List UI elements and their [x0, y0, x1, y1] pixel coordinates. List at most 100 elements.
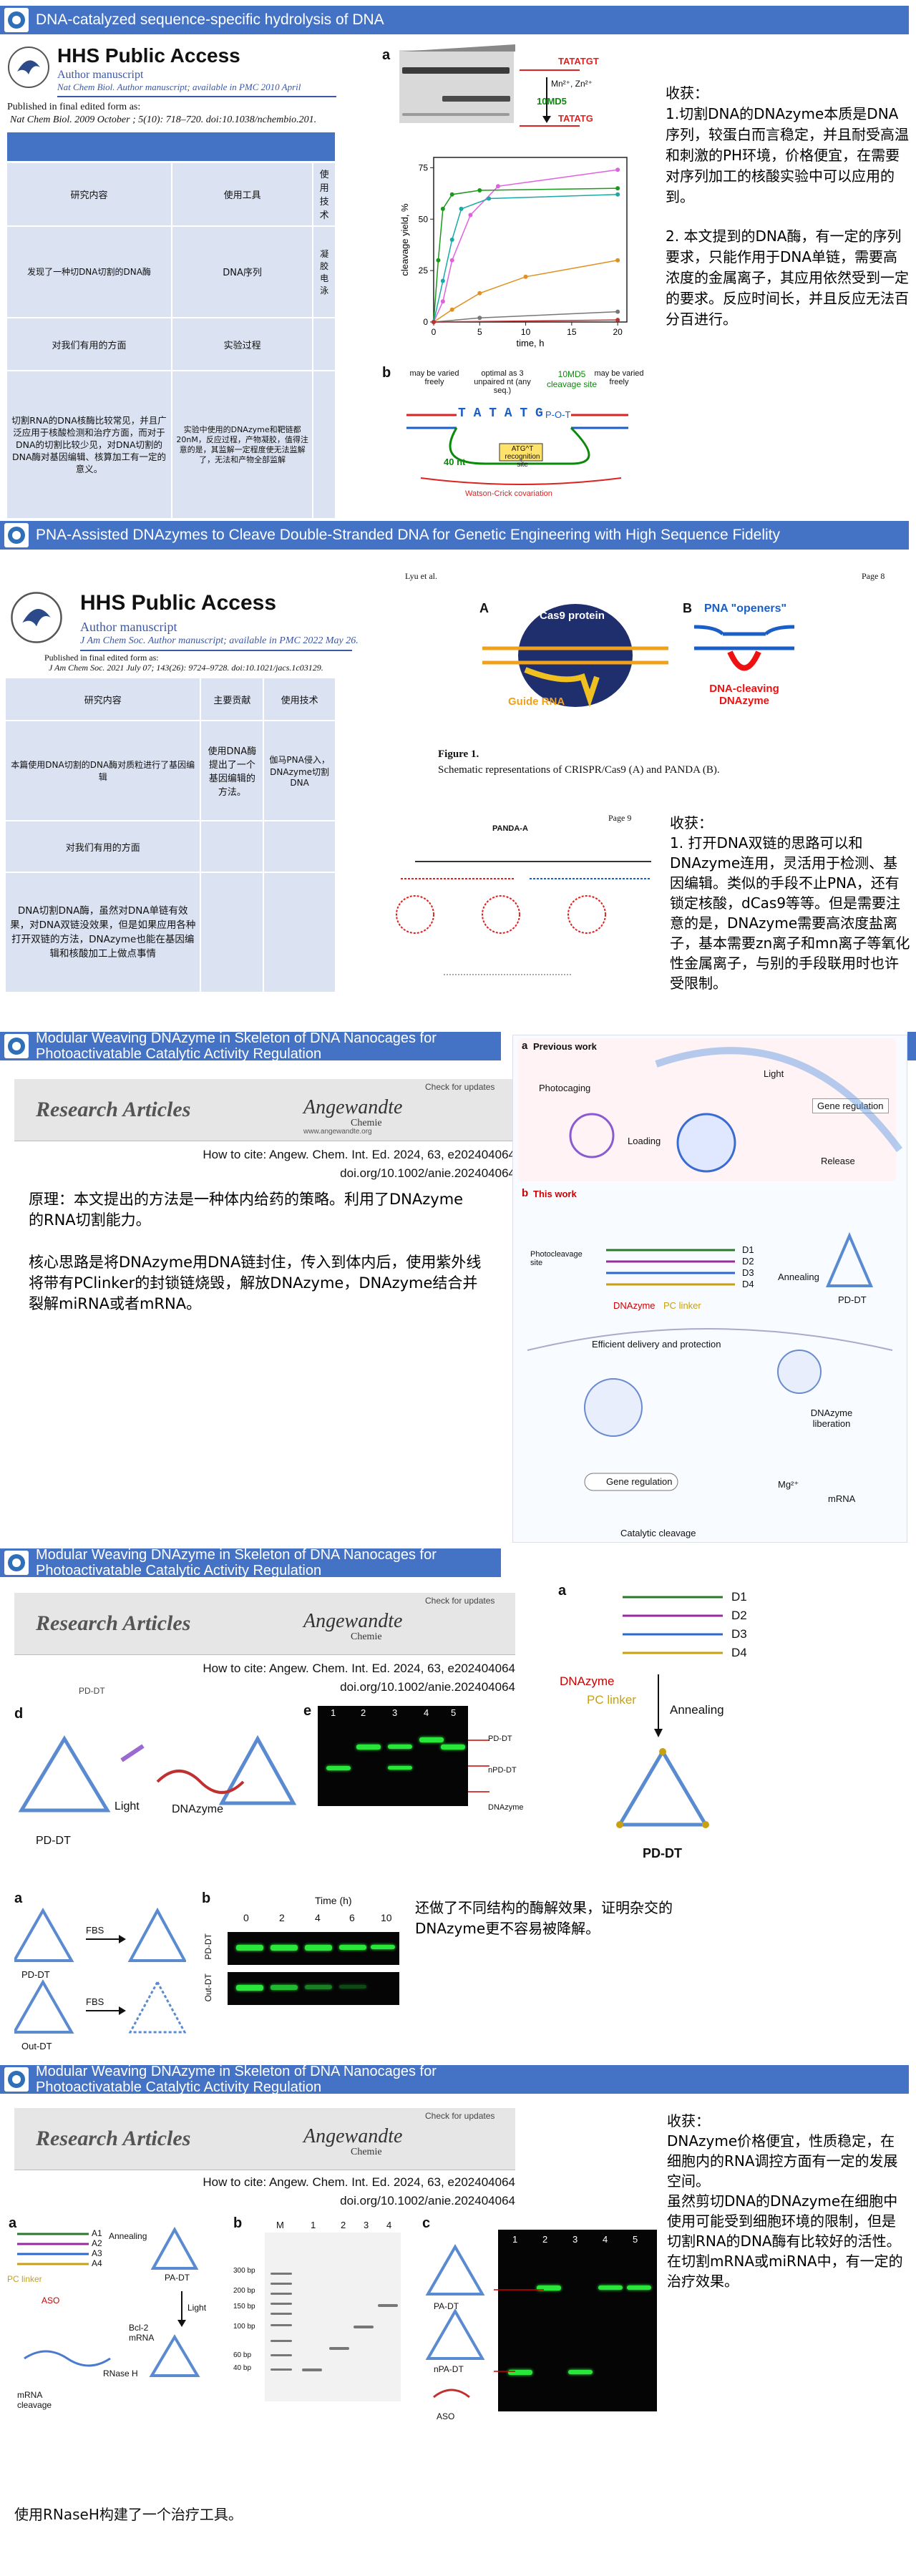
- x-tick-label: 5: [477, 327, 482, 337]
- data-point: [615, 186, 620, 191]
- data-point: [523, 274, 528, 279]
- check-updates[interactable]: Check for updates: [425, 1082, 495, 1092]
- label-varied: may be varied freely: [409, 369, 459, 386]
- table-cell: 对我们有用的方面: [6, 316, 172, 372]
- scheme-figure: a Previous work Photocaging Loading Ligh…: [512, 1035, 907, 1543]
- data-point: [477, 188, 482, 192]
- time-tick: 4: [315, 1912, 321, 1923]
- panel-label-a: a: [382, 47, 391, 63]
- published-line: Published in final edited form as:: [7, 102, 141, 112]
- ladder-label: 100 bp: [233, 2323, 255, 2331]
- strand-label: A4: [92, 2258, 102, 2268]
- table-cell: [312, 316, 336, 372]
- light-label: Light: [187, 2303, 207, 2313]
- table-cell: 切割RNA的DNA核酶比较常见，并且广泛应用于核酸检测和治疗方面，而对于DNA的…: [6, 370, 172, 519]
- figure-label-b: B: [683, 601, 692, 615]
- data-point: [615, 192, 620, 197]
- strand-label: A1: [92, 2228, 102, 2238]
- table-cell: 对我们有用的方面: [4, 820, 202, 873]
- check-updates[interactable]: Check for updates: [425, 1596, 495, 1606]
- lane-label: 4: [386, 2220, 392, 2230]
- sequence-diagram: [406, 414, 628, 485]
- mg-label: Mg²⁺: [778, 1479, 799, 1490]
- page-number: Page 8: [862, 571, 885, 581]
- panel-a: a: [522, 1040, 528, 1052]
- lane-label: M: [276, 2220, 284, 2230]
- data-point: [615, 318, 620, 323]
- series-curve: [433, 169, 618, 323]
- gene-regulation-label: Gene regulation: [606, 1476, 673, 1487]
- liberation-label: DNAzyme liberation: [810, 1407, 853, 1429]
- divider: [57, 96, 336, 97]
- page-number: Page 9: [608, 813, 632, 823]
- series-curve: [433, 187, 618, 323]
- lane-label: 5: [633, 2234, 638, 2245]
- check-updates[interactable]: Check for updates: [425, 2111, 495, 2121]
- this-work-label: This work: [533, 1189, 577, 1199]
- citation: How to cite: Angew. Chem. Int. Ed. 2024,…: [203, 1148, 515, 1161]
- citation: How to cite: Angew. Chem. Int. Ed. 2024,…: [203, 2175, 515, 2189]
- doi: doi.org/10.1002/anie.202404064: [340, 1680, 515, 1694]
- lane-label: 2: [361, 1707, 366, 1718]
- doi: doi.org/10.1002/anie.202404064: [340, 2194, 515, 2207]
- table-cell: [200, 820, 265, 873]
- panel-e: e: [303, 1703, 312, 1719]
- previous-work-label: Previous work: [533, 1041, 597, 1052]
- data-point: [468, 213, 473, 218]
- time-tick: 6: [349, 1912, 355, 1923]
- panda-label: PANDA-A: [492, 824, 528, 833]
- section-title: Modular Weaving DNAzyme in Skeleton of D…: [36, 2064, 437, 2095]
- data-point: [477, 291, 482, 296]
- table-cell: 伽马PNA侵入，DNAzyme切割DNA: [263, 720, 336, 821]
- catalytic-label: Catalytic cleavage: [620, 1528, 696, 1538]
- table-header: 使用工具: [170, 162, 314, 227]
- lane-label: 4: [603, 2234, 608, 2245]
- strand-label: D2: [742, 1256, 754, 1267]
- journal-name: Angewandte: [303, 2125, 403, 2147]
- annealing-label: Annealing: [778, 1272, 819, 1282]
- y-tick-label: 75: [419, 162, 429, 172]
- x-tick-label: 10: [521, 327, 531, 337]
- mrna-cleavage-label: mRNA cleavage: [17, 2390, 52, 2410]
- pddt-label: PD-DT: [643, 1846, 682, 1860]
- banner-edge: [907, 1032, 916, 1060]
- table-cell: 实验中使用的DNAzyme和靶链都20nM，反应过程，产物凝胶，值得注意的是，其…: [170, 370, 314, 519]
- gel-ladder: [265, 2233, 401, 2401]
- gel-label: nPD-DT: [488, 1766, 517, 1775]
- cas9-label: Cas9 protein: [540, 610, 605, 622]
- slide-logo-icon: [4, 2067, 29, 2092]
- summary-table-2: 研究内容 主要贡献 使用技术 本篇使用DNA切割的DNA酶对质粒进行了基因编辑 …: [4, 677, 336, 993]
- citation: How to cite: Angew. Chem. Int. Ed. 2024,…: [203, 1662, 515, 1675]
- gel-c: [498, 2230, 657, 2411]
- y-tick-label: 0: [423, 317, 428, 327]
- journal-name-2: Chemie: [351, 1118, 382, 1128]
- watson-label: Watson-Crick covariation: [465, 489, 552, 498]
- crispr-diagram: [482, 604, 668, 708]
- mrna-label: mRNA: [828, 1493, 856, 1504]
- y-tick-label: 25: [419, 265, 429, 275]
- aso-label: ASO: [42, 2296, 60, 2306]
- strand-label: D4: [731, 1646, 747, 1659]
- slide-logo-icon: [4, 1034, 29, 1058]
- dnazyme-label: DNAzyme: [560, 1674, 615, 1688]
- pc-linker-label: PC linker: [7, 2274, 42, 2284]
- data-point: [432, 320, 436, 324]
- data-point: [487, 196, 492, 201]
- citation: Nat Chem Biol. 2009 October ; 5(10): 718…: [10, 114, 317, 125]
- y-axis-label: cleavage yield, %: [399, 203, 410, 276]
- gel-pddt-time: [228, 1932, 399, 1965]
- pddt-label: PD-DT: [36, 1835, 71, 1847]
- row-label: PD-DT: [203, 1933, 213, 1960]
- seq-text: T A T A T G: [458, 406, 543, 421]
- strand-label: D2: [731, 1609, 747, 1622]
- lane-label: 1: [311, 2220, 316, 2230]
- research-articles: Research Articles: [36, 1611, 191, 1635]
- label-cleavage-site: 10MD5 cleavage site: [546, 369, 598, 389]
- fbs-diagram: [14, 1907, 186, 2034]
- table-cell: DNA切割DNA酶，虽然对DNA单链有效果，对DNA双链没效果，但是如果应用各种…: [4, 872, 202, 993]
- padt-label: PA-DT: [434, 2301, 459, 2311]
- section-title: Modular Weaving DNAzyme in Skeleton of D…: [36, 1547, 437, 1579]
- cut-label: PD-DT: [79, 1686, 105, 1696]
- data-point: [449, 258, 454, 263]
